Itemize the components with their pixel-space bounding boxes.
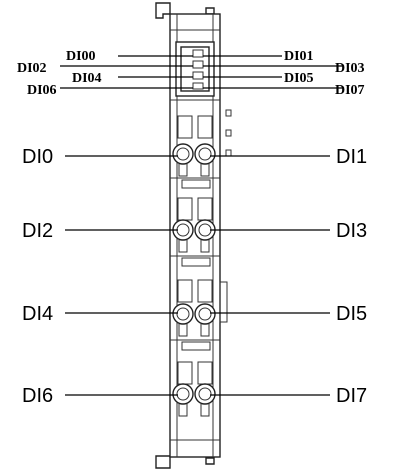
led-indicator	[192, 60, 204, 69]
terminal-label-di5: DI5	[336, 303, 367, 325]
led-leader-lines	[60, 55, 344, 89]
terminal-label-di2: DI2	[22, 220, 53, 242]
push-in-terminal	[172, 143, 194, 177]
terminal-label-di1: DI1	[336, 146, 367, 168]
terminal-label-di7: DI7	[336, 385, 367, 407]
push-in-terminal	[194, 383, 216, 417]
led-indicator	[192, 49, 204, 58]
terminal-label-di3: DI3	[336, 220, 367, 242]
terminal-block-row-1	[170, 115, 220, 189]
led-label-di05: DI05	[284, 71, 314, 86]
led-indicator	[192, 71, 204, 80]
push-in-terminal	[172, 303, 194, 337]
led-label-di06: DI06	[27, 83, 57, 98]
push-in-terminal	[194, 219, 216, 253]
terminal-label-di4: DI4	[22, 303, 53, 325]
terminal-label-di0: DI0	[22, 146, 53, 168]
led-label-di04: DI04	[72, 71, 102, 86]
led-label-di02: DI02	[17, 61, 47, 76]
led-label-di00: DI00	[66, 49, 96, 64]
led-indicator	[192, 82, 204, 90]
led-window	[170, 41, 220, 101]
terminal-label-di6: DI6	[22, 385, 53, 407]
led-label-di03: DI03	[335, 61, 365, 76]
push-in-terminal	[194, 143, 216, 177]
push-in-terminal	[172, 383, 194, 417]
terminal-block-row-2	[170, 197, 220, 267]
led-label-di01: DI01	[284, 49, 314, 64]
push-in-terminal	[194, 303, 216, 337]
terminal-leader-lines	[65, 155, 330, 396]
terminal-block-row-3	[170, 279, 220, 351]
terminal-block-row-4	[172, 361, 216, 417]
led-label-di07: DI07	[335, 83, 365, 98]
